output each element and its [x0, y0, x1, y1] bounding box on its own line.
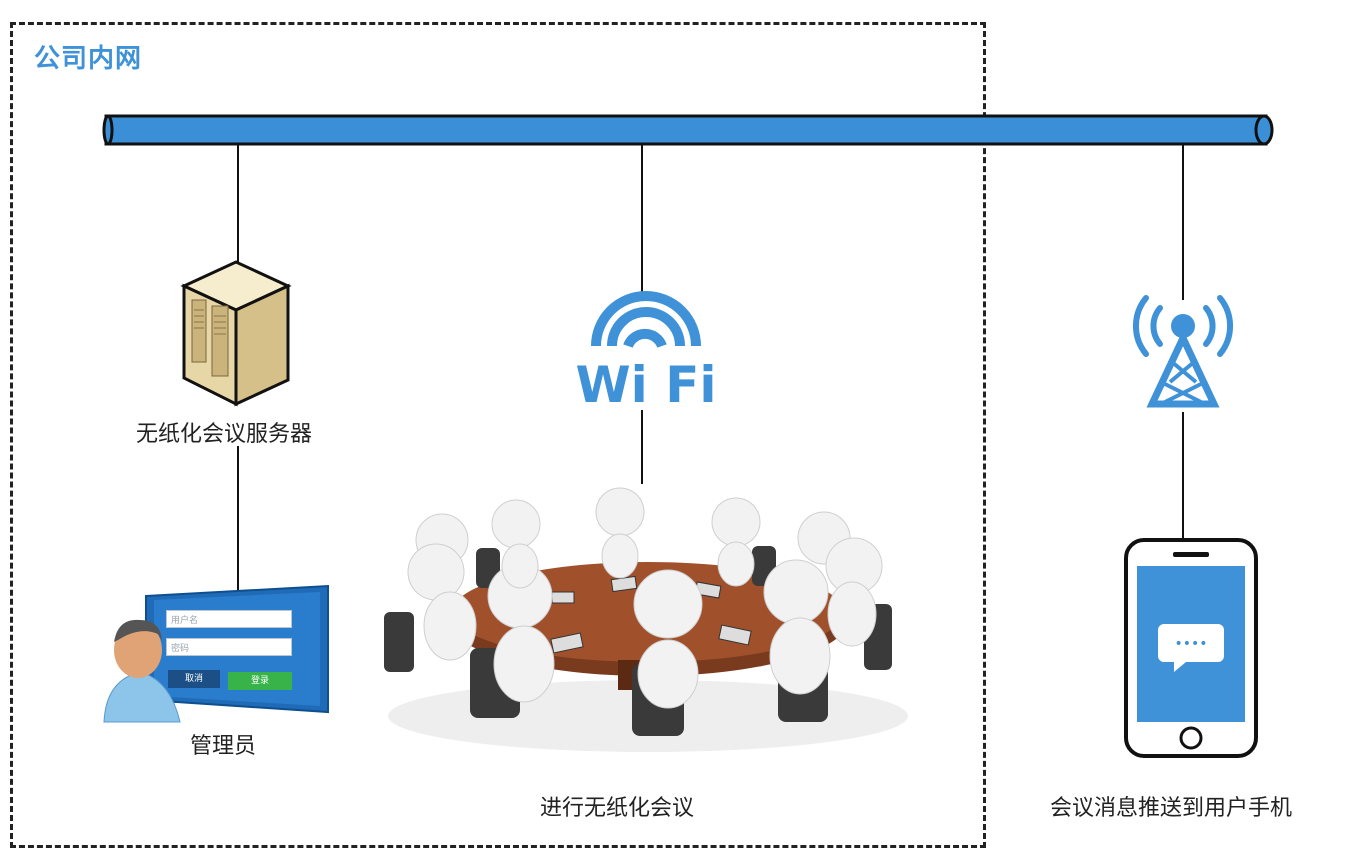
cancel-button: 取消: [168, 670, 220, 688]
phone-icon: [1124, 538, 1258, 758]
phone-bubble-dots: ••••: [1174, 636, 1207, 652]
password-field: 密码: [166, 638, 292, 656]
meeting-label: 进行无纸化会议: [540, 796, 695, 821]
network-bus: [102, 114, 1274, 146]
server-label: 无纸化会议服务器: [136, 422, 313, 447]
wifi-icon: [591, 291, 701, 349]
wifi-text: Wi Fi: [576, 356, 717, 414]
signal-tower-icon: [1133, 295, 1233, 408]
login-button: 登录: [228, 672, 292, 690]
intranet-boundary: [10, 22, 986, 848]
intranet-label: 公司内网: [34, 44, 143, 74]
username-field: 用户名: [166, 610, 292, 628]
phone-label: 会议消息推送到用户手机: [1050, 796, 1293, 821]
admin-label: 管理员: [190, 734, 257, 759]
admin-person-icon: [103, 619, 181, 723]
server-icon: [180, 260, 292, 407]
conference-scene-image: [384, 487, 908, 752]
